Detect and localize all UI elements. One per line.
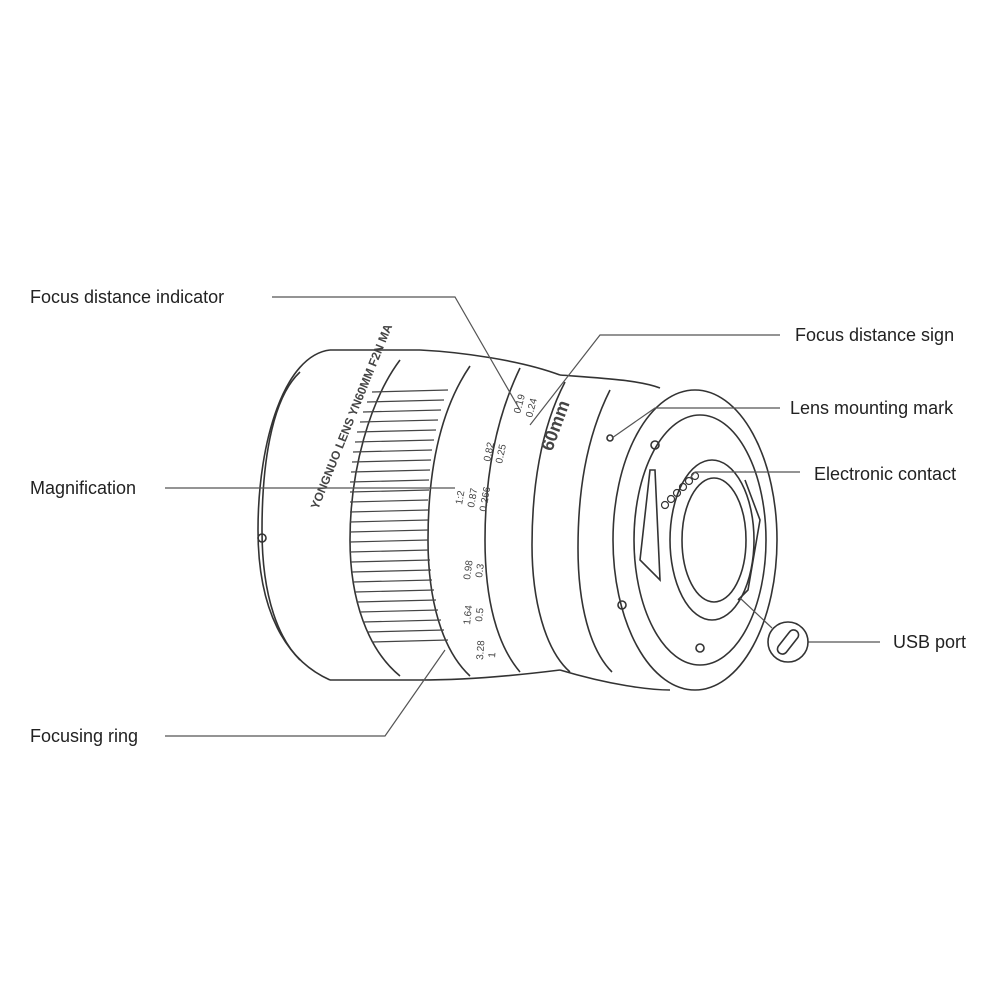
focusing-ring-outline [349,359,401,677]
leader-lens-mounting-mark [611,407,780,439]
front-screw [257,533,267,543]
label-lens-mounting-mark: Lens mounting mark [790,398,954,418]
electronic-contacts [660,471,700,510]
rear-ring [531,381,571,673]
leader-electronic-contact [689,471,800,479]
scale-mag-4: 1.64 [462,604,475,625]
leader-usb-pointer [739,597,773,629]
front-barrel [257,349,331,681]
leader-focusing-ring [165,649,446,737]
label-focusing-ring: Focusing ring [30,726,139,746]
mount-flange [612,389,778,691]
leader-focus-distance-sign [529,334,780,426]
scale-mag-5: 3.28 [475,640,487,661]
label-usb-port: USB port [893,632,967,652]
scale-mag-2: 1:2 [454,489,467,505]
scale-dist-2: 0.87 [466,487,480,509]
leader-focus-distance-indicator [272,296,521,411]
scale-top-2: 0.24 [524,397,540,419]
scale-dist-5: 1 [487,651,498,658]
scale-ratio-1: 0.266 [478,486,493,513]
rear-element [669,459,755,621]
scale-dist-3: 0.3 [474,563,487,579]
label-focus-distance-indicator: Focus distance indicator [30,287,225,307]
scale-dist-4: 0.5 [474,607,486,622]
focusing-ring-grip [349,389,449,643]
usb-port-icon [767,621,809,663]
scale-top-1: 0.19 [512,393,528,415]
label-magnification: Magnification [30,478,137,498]
scale-mag-1: 0.82 [482,441,497,463]
focal-length-marking: 60mm [537,398,574,454]
scale-dist-1: 0.25 [494,443,509,465]
label-focus-distance-sign: Focus distance sign [795,325,955,345]
label-electronic-contact: Electronic contact [814,464,957,484]
leader-lines [165,296,880,737]
scale-mag-3: 0.98 [462,559,476,580]
